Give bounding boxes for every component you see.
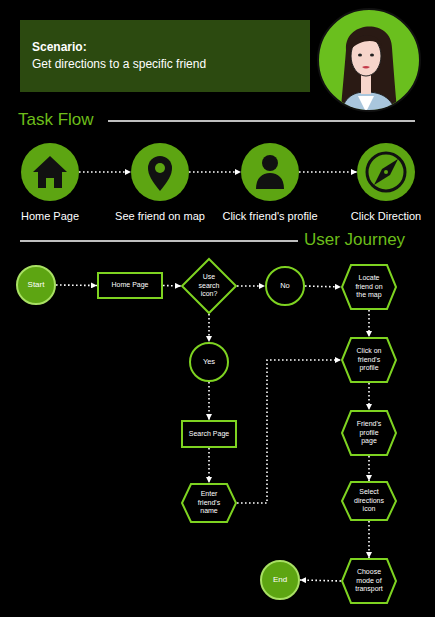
node-text: No [280, 282, 290, 291]
process-box: Home Page [97, 272, 163, 299]
avatar-face [351, 36, 381, 76]
step-hexagon: Click on friend's profile [341, 337, 397, 383]
node-text: Search Page [189, 430, 229, 439]
avatar-shirt [358, 96, 374, 112]
hex-shape [342, 482, 396, 520]
flow-connector [368, 383, 370, 410]
avatar-eye [358, 54, 362, 57]
flow-connector [368, 521, 370, 558]
compass-ring [367, 153, 405, 191]
flow-connector [305, 286, 341, 287]
node-text: Yes [203, 358, 215, 367]
flow-connector [79, 171, 131, 173]
node-text: Choose mode of transport [351, 568, 387, 594]
process-box: Search Page [181, 420, 237, 448]
flow-connector [208, 382, 210, 420]
section-rule [20, 240, 298, 242]
section-heading: Task Flow [18, 110, 94, 130]
answer-circle: No [265, 266, 305, 306]
node-text: Click on friend's profile [351, 347, 387, 373]
avatar-lips [362, 66, 370, 69]
task-step: Home Page [21, 143, 79, 201]
node-text: Select directions icon [350, 488, 388, 514]
node-text: Use search icon? [194, 273, 224, 299]
flow-connector [237, 360, 341, 503]
terminal-circle: Start [16, 265, 56, 305]
avatar-illustration [340, 26, 398, 120]
flow-connector [368, 310, 370, 337]
flow-connector [208, 314, 210, 342]
step-label: Home Page [21, 210, 79, 223]
flow-connector [237, 285, 265, 287]
node-text: Enter friend's name [191, 490, 227, 516]
flow-connector [299, 171, 357, 173]
section-heading: User Journey [304, 230, 405, 250]
step-label: Click friend's profile [222, 210, 317, 223]
hex-shape [182, 484, 236, 522]
step-hexagon: Choose mode of transport [341, 558, 397, 604]
hex-shape [342, 265, 396, 309]
avatar-eye [370, 54, 374, 57]
task-step: See friend on map [131, 143, 189, 201]
node-text: Get directions to a specific friend [32, 56, 206, 73]
diamond-shape [182, 259, 236, 313]
section-rule [108, 120, 415, 122]
flow-connector [300, 580, 341, 581]
hex-shape [342, 559, 396, 603]
step-label: See friend on map [115, 210, 205, 223]
node-text: End [273, 576, 287, 585]
hex-shape [342, 338, 396, 382]
flow-connector [368, 456, 370, 481]
node-text: Home Page [112, 281, 149, 290]
person-head [262, 155, 278, 171]
avatar-hair [340, 26, 398, 120]
answer-circle: Yes [189, 342, 229, 382]
avatar-fringe [350, 35, 382, 50]
node-text: Friend's profile page [351, 420, 387, 446]
node-text: Locate friend on the map [351, 274, 387, 300]
compass-pivot [384, 170, 388, 174]
step-hexagon: Locate friend on the map [341, 264, 397, 310]
flow-connector [189, 171, 241, 173]
task-step: Click Direction [357, 143, 415, 201]
decision-diamond: Use search icon? [181, 258, 237, 314]
step-hexagon: Enter friend's name [181, 483, 237, 523]
flow-connector [56, 284, 97, 286]
pin-icon [148, 156, 172, 191]
hex-shape [342, 411, 396, 455]
compass-needle [374, 159, 398, 185]
flow-connector [208, 448, 210, 483]
step-hexagon: Select directions icon [341, 481, 397, 521]
home-icon [33, 156, 67, 188]
pin-hole [155, 163, 165, 173]
avatar-jacket [340, 92, 398, 120]
node-text: Start [28, 281, 45, 290]
flow-connector [163, 285, 181, 287]
step-hexagon: Friend's profile page [341, 410, 397, 456]
step-label: Click Direction [351, 210, 421, 223]
scenario-banner: Scenario:Get directions to a specific fr… [20, 20, 310, 92]
node-text: Scenario: [32, 39, 87, 56]
terminal-circle: End [260, 560, 300, 600]
task-step: Click friend's profile [241, 143, 299, 201]
person-body [256, 173, 284, 189]
